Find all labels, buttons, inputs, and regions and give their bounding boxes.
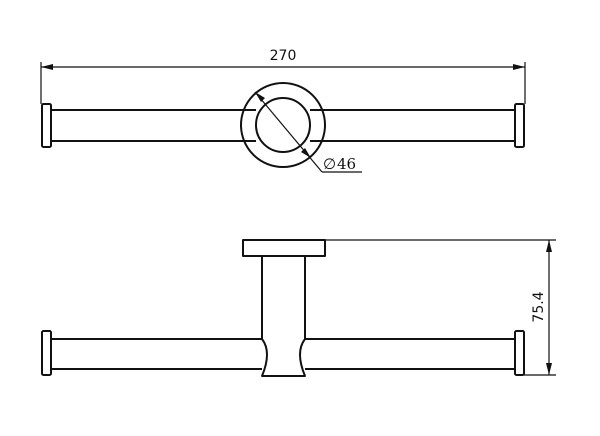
arrowhead-right: [513, 64, 525, 70]
projection-label: 75.4: [531, 291, 547, 322]
arrowhead-diameter-end: [301, 148, 311, 158]
side-end-cap-right: [514, 330, 525, 376]
diameter-symbol: ∅: [323, 155, 336, 173]
end-cap-right: [514, 103, 525, 148]
top-view: 270 ∅ 46: [40, 48, 526, 173]
diameter-value: 46: [337, 155, 356, 173]
arrowhead-left: [41, 64, 53, 70]
projection-dimension: 75.4: [524, 240, 556, 376]
side-view: 75.4: [41, 239, 556, 377]
arrowhead-projection-top: [546, 240, 552, 252]
wall-flange-top: [240, 82, 326, 168]
arrowhead-projection-bottom: [546, 363, 552, 375]
end-cap-left: [41, 103, 52, 148]
flange-diameter-dimension: ∅ 46: [254, 91, 362, 173]
arrowhead-diameter-start: [255, 92, 265, 102]
overall-width-dimension: 270: [40, 48, 526, 104]
wall-plate: [242, 239, 326, 257]
stem-base: [261, 338, 306, 377]
side-end-cap-left: [41, 330, 52, 376]
overall-width-label: 270: [270, 48, 297, 64]
